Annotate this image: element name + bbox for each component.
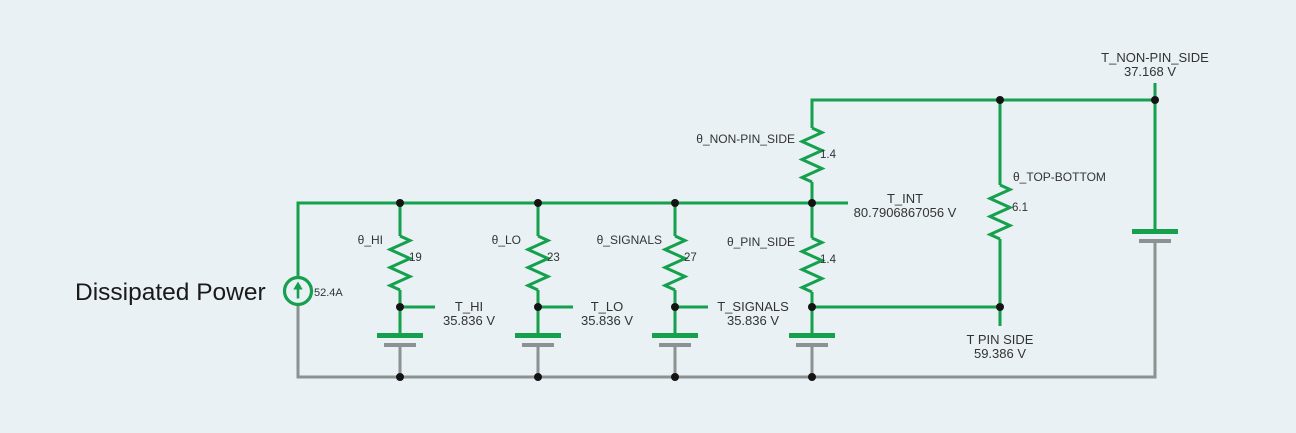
- reference-source-hi[interactable]: [377, 333, 423, 347]
- resistor-label: θ_TOP-BOTTOM: [1013, 170, 1106, 184]
- node-name: T_HI: [455, 299, 483, 314]
- resistor-label: θ_HI: [358, 233, 383, 247]
- resistor-theta-top-bottom[interactable]: θ_TOP-BOTTOM 6.1: [986, 170, 1106, 241]
- junction-dot: [996, 96, 1004, 104]
- resistor-label: θ_PIN_SIDE: [727, 235, 795, 249]
- resistor-body[interactable]: [986, 183, 1014, 241]
- node-label-t-signals: T_SIGNALS 35.836 V: [717, 299, 789, 328]
- resistor-label: θ_NON-PIN_SIDE: [696, 132, 795, 146]
- junction-dot: [808, 199, 816, 207]
- resistor-value: 19: [409, 252, 422, 264]
- resistor-label: θ_LO: [492, 233, 521, 247]
- node-voltage: 35.836 V: [443, 313, 495, 328]
- junction-dot: [671, 199, 679, 207]
- return-net-wires[interactable]: [296, 242, 1157, 379]
- battery-plate-top[interactable]: [789, 333, 835, 338]
- resistor-theta-lo[interactable]: θ_LO 23: [492, 233, 560, 292]
- junction-dots: [396, 96, 1159, 381]
- battery-plate-top[interactable]: [377, 333, 423, 338]
- reference-source-lo[interactable]: [515, 333, 561, 347]
- resistor-body[interactable]: [798, 236, 826, 294]
- junction-dot: [534, 199, 542, 207]
- junction-dot: [671, 373, 679, 381]
- resistor-body[interactable]: [386, 234, 414, 292]
- resistor-body[interactable]: [798, 126, 826, 184]
- battery-plate-bottom[interactable]: [522, 343, 554, 347]
- junction-dot: [808, 303, 816, 311]
- junction-dot: [534, 303, 542, 311]
- battery-plate-bottom[interactable]: [384, 343, 416, 347]
- junction-dot: [808, 373, 816, 381]
- resistor-body[interactable]: [661, 234, 689, 292]
- node-label-t-non-pin-side: T_NON-PIN_SIDE 37.168 V: [1101, 50, 1209, 79]
- node-label-t-hi: T_HI 35.836 V: [443, 299, 495, 328]
- reference-source-pin-side[interactable]: [789, 333, 835, 347]
- junction-dot: [671, 303, 679, 311]
- node-name: T_NON-PIN_SIDE: [1101, 50, 1209, 65]
- node-voltage: 59.386 V: [974, 346, 1026, 361]
- node-label-t-pin-side: T PIN SIDE 59.386 V: [967, 332, 1034, 361]
- resistor-value: 6.1: [1012, 202, 1028, 214]
- resistor-theta-signals[interactable]: θ_SIGNALS 27: [597, 233, 697, 292]
- junction-dot: [996, 303, 1004, 311]
- node-label-t-lo: T_LO 35.836 V: [581, 299, 633, 328]
- resistor-value: 1.4: [820, 149, 837, 161]
- node-voltage: 80.7906867056 V: [854, 205, 957, 220]
- resistor-theta-pin-side[interactable]: θ_PIN_SIDE 1.4: [727, 235, 837, 294]
- node-name: T_INT: [887, 191, 923, 206]
- node-name: T_LO: [591, 299, 624, 314]
- battery-plate-bottom[interactable]: [659, 343, 691, 347]
- battery-plate-top[interactable]: [652, 333, 698, 338]
- resistor-theta-non-pin-side[interactable]: θ_NON-PIN_SIDE 1.4: [696, 126, 837, 184]
- resistor-value: 23: [547, 252, 560, 264]
- junction-dot: [1151, 96, 1159, 104]
- reference-source-signals[interactable]: [652, 333, 698, 347]
- node-label-t-int: T_INT 80.7906867056 V: [854, 191, 957, 220]
- node-name: T_SIGNALS: [717, 299, 789, 314]
- current-source-dissipated-power[interactable]: Dissipated Power 52.4A: [75, 275, 343, 307]
- node-voltage: 37.168 V: [1124, 64, 1176, 79]
- battery-plate-top[interactable]: [1132, 229, 1178, 234]
- node-voltage: 35.836 V: [727, 313, 779, 328]
- junction-dot: [396, 373, 404, 381]
- battery-plate-top[interactable]: [515, 333, 561, 338]
- source-label: Dissipated Power: [75, 279, 266, 306]
- resistor-value: 1.4: [820, 254, 837, 266]
- resistor-body[interactable]: [524, 234, 552, 292]
- junction-dot: [534, 373, 542, 381]
- reference-source-non-pin-side[interactable]: [1132, 229, 1178, 243]
- resistor-theta-hi[interactable]: θ_HI 19: [358, 233, 422, 292]
- node-voltage: 35.836 V: [581, 313, 633, 328]
- node-name: T PIN SIDE: [967, 332, 1034, 347]
- resistor-label: θ_SIGNALS: [597, 233, 662, 247]
- battery-plate-bottom[interactable]: [1139, 239, 1171, 243]
- up-arrow-icon: [293, 281, 303, 299]
- junction-dot: [396, 303, 404, 311]
- source-value: 52.4A: [314, 287, 343, 299]
- battery-plate-bottom[interactable]: [796, 343, 828, 347]
- active-net-wires[interactable]: [296, 83, 1157, 334]
- junction-dot: [396, 199, 404, 207]
- resistor-value: 27: [684, 252, 697, 264]
